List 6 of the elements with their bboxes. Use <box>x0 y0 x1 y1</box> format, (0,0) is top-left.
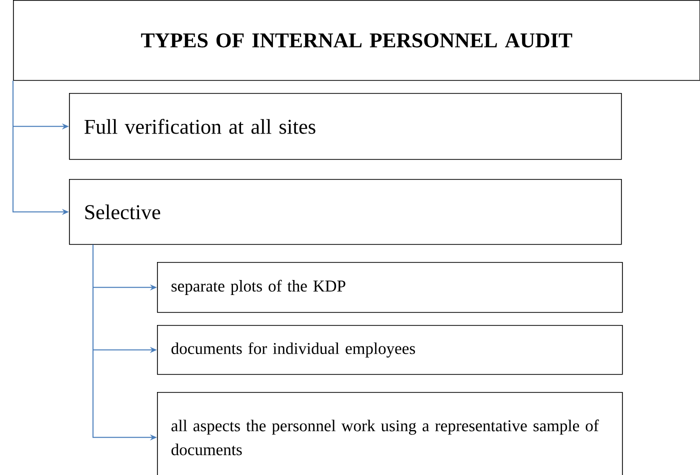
text-box: Full verification at all sites <box>69 93 622 160</box>
text-box: separate plots of the KDP <box>157 262 623 313</box>
text-box: documents for individual employees <box>157 325 623 375</box>
title-box: TYPES OF INTERNAL PERSONNEL AUDIT <box>13 0 700 81</box>
text-box: Selective <box>69 179 622 245</box>
text-box: all aspects the personnel work using a representative sample of documents <box>157 392 623 475</box>
